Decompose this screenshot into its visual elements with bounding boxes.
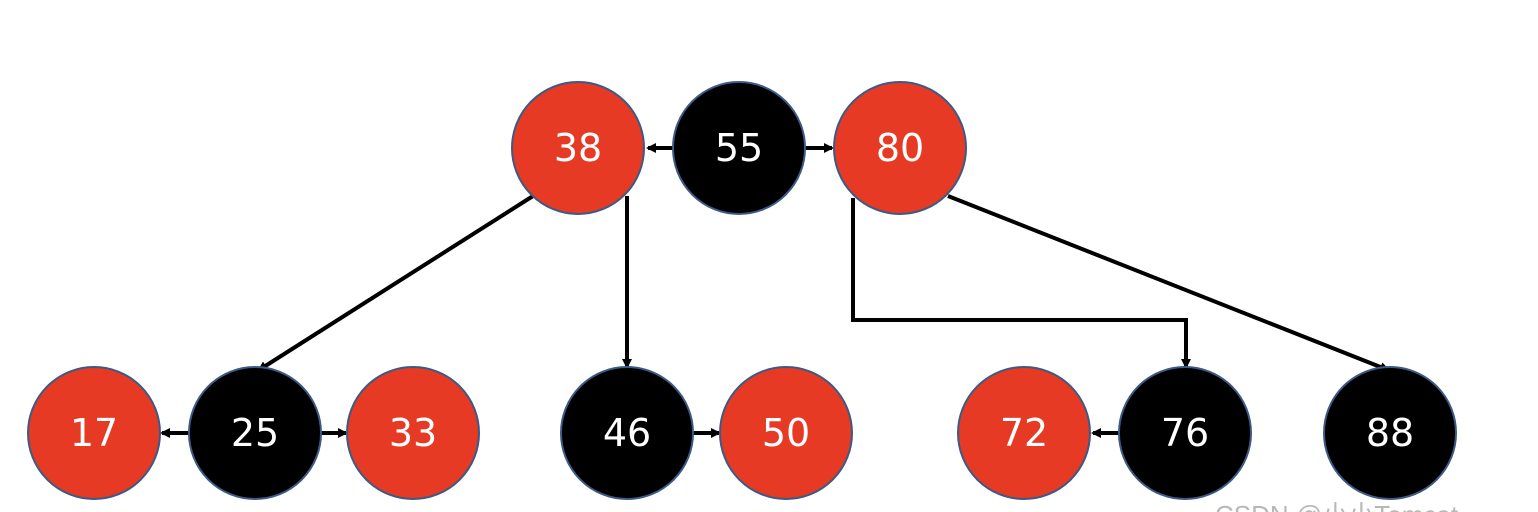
node-circle-76: [1118, 366, 1252, 500]
node-label-17: 17: [70, 411, 118, 455]
edges: [160, 143, 1390, 438]
node-55: 55: [672, 81, 806, 215]
node-label-55: 55: [715, 126, 763, 170]
node-76: 76: [1118, 366, 1252, 500]
node-circle-33: [346, 366, 480, 500]
node-46: 46: [560, 366, 694, 500]
watermark-text: CSDN @小小Tomcat: [1215, 500, 1459, 512]
node-label-76: 76: [1161, 411, 1209, 455]
node-circle-46: [560, 366, 694, 500]
edge-38-to-25: [257, 194, 535, 372]
node-38: 38: [511, 81, 645, 215]
node-80: 80: [833, 81, 967, 215]
node-circle-88: [1323, 366, 1457, 500]
node-33: 33: [346, 366, 480, 500]
node-label-80: 80: [876, 126, 924, 170]
nodes: 38 55 80 17 25 33 46 50 72 76 88: [27, 81, 1457, 500]
node-label-33: 33: [389, 411, 437, 455]
node-circle-17: [27, 366, 161, 500]
edge-80-to-76: [851, 198, 1191, 369]
node-circle-80: [833, 81, 967, 215]
node-50: 50: [719, 366, 853, 500]
node-circle-72: [957, 366, 1091, 500]
node-circle-25: [188, 366, 322, 500]
node-label-88: 88: [1366, 411, 1414, 455]
node-circle-38: [511, 81, 645, 215]
node-label-38: 38: [554, 126, 602, 170]
edge-80-to-88: [947, 194, 1390, 372]
node-circle-50: [719, 366, 853, 500]
node-label-72: 72: [1000, 411, 1048, 455]
node-72: 72: [957, 366, 1091, 500]
node-label-25: 25: [231, 411, 279, 455]
node-circle-55: [672, 81, 806, 215]
node-88: 88: [1323, 366, 1457, 500]
node-25: 25: [188, 366, 322, 500]
node-label-50: 50: [762, 411, 810, 455]
node-17: 17: [27, 366, 161, 500]
node-label-46: 46: [603, 411, 651, 455]
